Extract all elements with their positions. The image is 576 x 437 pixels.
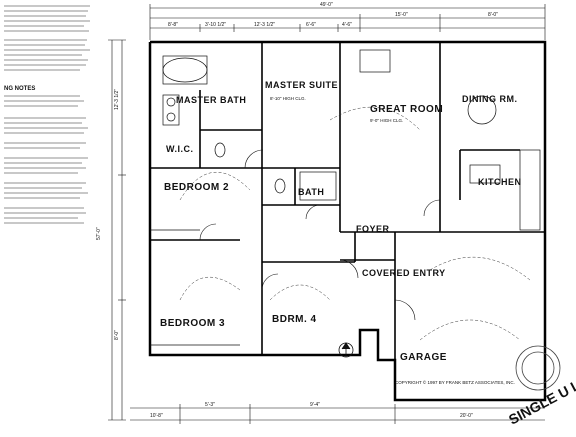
dim-bottom-c: 20'-0"	[460, 413, 473, 419]
sink-icon	[166, 97, 176, 107]
exterior-walls	[148, 40, 547, 402]
room-label-master-suite: MASTER SUITE	[265, 80, 338, 90]
room-label-foyer: FOYER	[356, 224, 390, 234]
room-label-bedroom-2: BEDROOM 2	[164, 182, 229, 193]
tub-icon	[299, 171, 337, 201]
interior-walls	[149, 42, 545, 400]
dimension-labels: 49'-0" 15'-0" 8'-0" 8'-8" 3'-10 1/2" 12'…	[96, 2, 498, 419]
room-label-master-bath: MASTER BATH	[176, 95, 246, 105]
architect-seal-icon	[515, 345, 561, 391]
room-label-bath: BATH	[298, 187, 324, 197]
dim-top-c: 12'-3 1/2"	[254, 22, 275, 28]
fireplace-icon	[359, 49, 391, 73]
room-label-great-room: GREAT ROOM	[370, 104, 443, 115]
room-label-garage: GARAGE	[400, 352, 447, 363]
note-great-ceiling: 9'-0" HIGH CLG.	[370, 118, 403, 123]
room-label-bedroom-3: BEDROOM 3	[160, 318, 225, 329]
kitchen-island	[469, 164, 501, 184]
room-label-wic: W.I.C.	[166, 144, 194, 154]
bathtub-icon	[162, 57, 208, 83]
dim-top-b: 3'-10 1/2"	[205, 22, 226, 28]
dim-top-right: 15'-0"	[395, 12, 408, 18]
dim-left-b: 12'-3 1/2"	[114, 89, 120, 110]
sink-icon	[166, 112, 176, 122]
general-notes-block	[4, 5, 90, 224]
north-arrow-icon	[338, 342, 354, 358]
door-swings	[199, 149, 441, 321]
dimension-lines	[108, 4, 546, 424]
room-label-bdrm-4: BDRM. 4	[272, 314, 317, 325]
room-labels: MASTER BATH MASTER SUITE GREAT ROOM DINI…	[160, 80, 522, 363]
dim-top-right-2: 8'-0"	[488, 12, 498, 18]
note-copyright: COPYRIGHT © 1997 BY FRANK BETZ ASSOCIATE…	[395, 379, 515, 385]
dining-table-icon	[467, 95, 497, 125]
dim-top-e: 4'-6"	[342, 22, 352, 28]
room-label-covered-entry: COVERED ENTRY	[362, 268, 446, 278]
kitchen-counter	[519, 149, 541, 231]
dim-left-c: 8'-0"	[114, 330, 120, 340]
dim-top-d: 6'-6"	[306, 22, 316, 28]
dim-bottom-d: 9'-4"	[310, 402, 320, 408]
dim-top-a: 8'-8"	[168, 22, 178, 28]
room-label-kitchen: KITCHEN	[478, 177, 522, 187]
dim-bottom-b: 5'-3"	[205, 402, 215, 408]
dim-left-a: 57'-0"	[96, 227, 102, 240]
toilet-icon	[274, 178, 286, 194]
toilet-icon	[214, 142, 226, 158]
note-ceiling: 8'-10" HIGH CLG.	[270, 96, 306, 101]
notes-section-header: NG NOTES	[4, 86, 35, 92]
dim-overall-top: 49'-0"	[320, 2, 333, 8]
dim-bottom-a: 10'-8"	[150, 413, 163, 419]
electrical-wiring	[179, 106, 531, 341]
room-label-dining: DINING RM.	[462, 94, 518, 104]
fixtures	[150, 49, 541, 346]
